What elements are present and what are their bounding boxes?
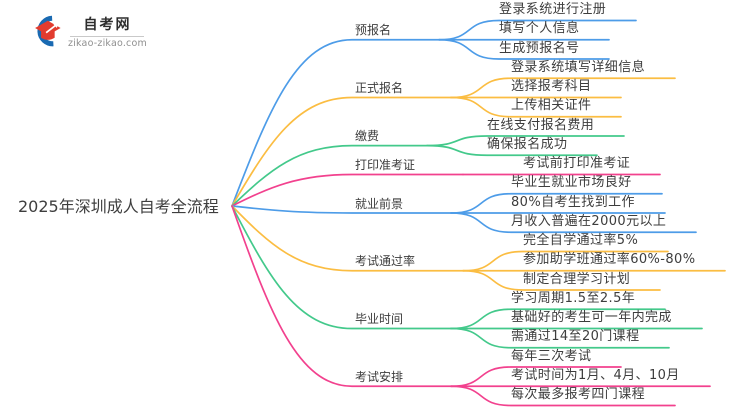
site-logo[interactable]: 自考网 zikao-zikao.com (30, 12, 147, 50)
leaf-underline (450, 327, 670, 349)
leaf-underline (438, 38, 610, 60)
leaf-node[interactable]: 参加助学班通过率60%-80% (523, 252, 696, 268)
branch-curve (231, 144, 428, 207)
logo-divider (70, 35, 145, 37)
branch-curve (231, 205, 452, 388)
leaf-node[interactable]: 选择报考科目 (511, 79, 592, 94)
logo-subtitle: zikao-zikao.com (68, 37, 147, 49)
leaf-node[interactable]: 80%自考生找到工作 (511, 194, 635, 210)
leaf-node[interactable]: 上传相关证件 (511, 98, 592, 114)
leaf-underline (450, 96, 622, 118)
branch-node[interactable]: 毕业时间 (355, 312, 404, 326)
branch-node[interactable]: 缴费 (355, 129, 380, 144)
branch-curve (231, 38, 440, 207)
branch-node[interactable]: 预报名 (355, 23, 392, 38)
leaf-node[interactable]: 学习周期1.5至2.5年 (511, 290, 636, 306)
logo-title: 自考网 (83, 16, 132, 33)
leaf-node[interactable]: 确保报名成功 (487, 136, 568, 152)
leaf-underline (426, 144, 598, 157)
branch-curve (231, 205, 452, 214)
mindmap-root-node[interactable]: 2025年深圳成人自考全流程 (18, 197, 219, 216)
branch-curve (231, 205, 452, 330)
leaf-underline (450, 212, 697, 234)
leaf-node[interactable]: 登录系统进行注册 (499, 2, 607, 17)
branch-curve (231, 173, 464, 207)
leaf-node[interactable]: 考试时间为1月、4月、10月 (511, 367, 680, 383)
leaf-node[interactable]: 需通过14至20门课程 (511, 329, 640, 345)
leaf-underline (450, 385, 676, 407)
leaf-node[interactable]: 毕业生就业市场良好 (511, 175, 632, 191)
leaf-node[interactable]: 月收入普遍在2000元以上 (511, 213, 667, 229)
branch-curve (231, 96, 452, 207)
leaf-node[interactable]: 填写个人信息 (499, 21, 580, 37)
leaf-node[interactable]: 完全自学通过率5% (523, 233, 639, 248)
leaf-underline (462, 269, 661, 291)
leaf-node[interactable]: 基础好的考生可一年内完成 (511, 310, 672, 325)
branch-node[interactable]: 考试通过率 (355, 254, 416, 269)
leaf-node[interactable]: 生成预报名号 (499, 40, 580, 56)
leaf-node[interactable]: 每年三次考试 (511, 348, 592, 364)
zikao-logo-icon (35, 15, 61, 47)
leaf-node[interactable]: 考试前打印准考证 (523, 156, 631, 171)
leaf-node[interactable]: 登录系统填写详细信息 (511, 59, 646, 75)
branch-node[interactable]: 正式报名 (355, 81, 404, 95)
leaf-node[interactable]: 每次最多报考四门课程 (511, 387, 646, 402)
branch-node[interactable]: 打印准考证 (355, 158, 416, 172)
leaf-node[interactable]: 制定合理学习计划 (523, 271, 631, 287)
branch-node[interactable]: 就业前景 (355, 196, 404, 211)
branch-curve (231, 205, 464, 272)
leaf-node[interactable]: 在线支付报名费用 (487, 117, 595, 133)
branch-node[interactable]: 考试安排 (355, 369, 404, 384)
